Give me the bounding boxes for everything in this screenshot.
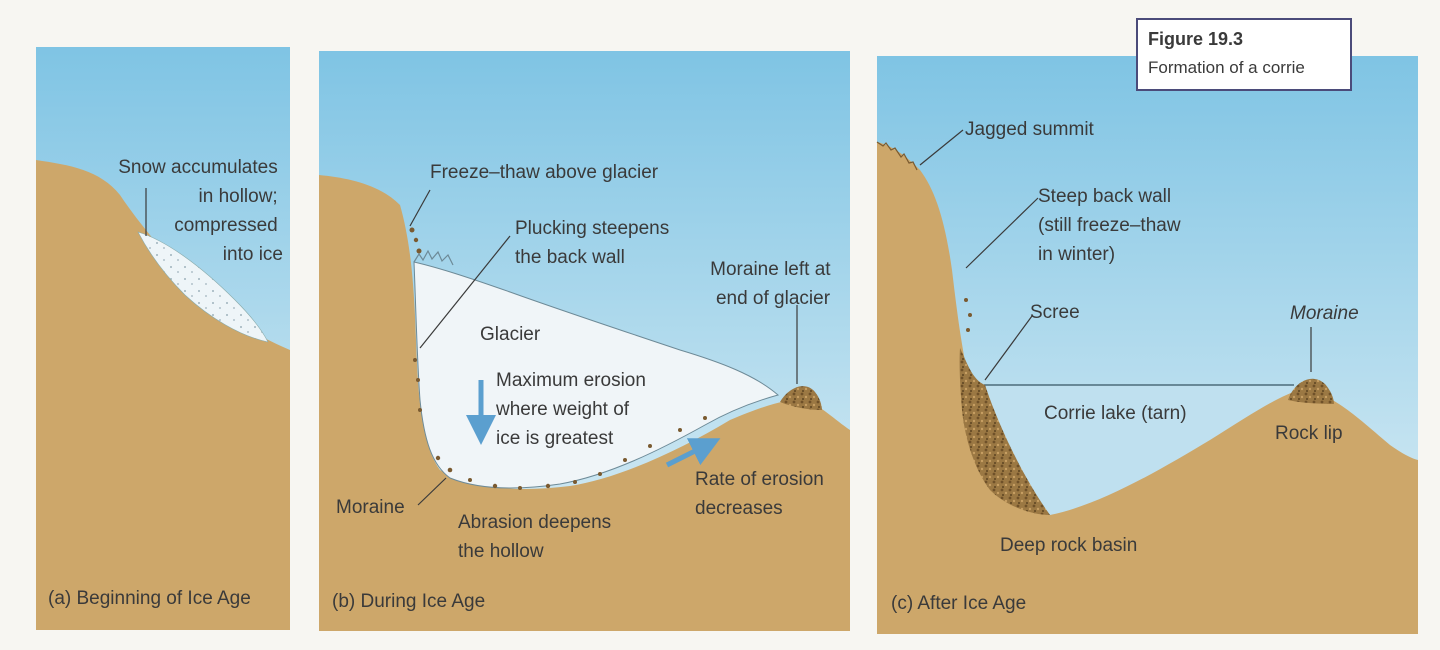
panel-b-glacier — [413, 261, 780, 489]
panel-a-snow — [137, 231, 269, 343]
snow-label: Snow accumulates in hollow; compressed i… — [118, 157, 283, 265]
scree-label: Scree — [1030, 302, 1080, 323]
panel-a: Snow accumulates in hollow; compressed i… — [36, 47, 290, 630]
scree-slope — [959, 348, 1050, 515]
rock-lip-label: Rock lip — [1275, 423, 1343, 444]
glacier-label: Glacier — [480, 324, 541, 345]
back-wall-label: Steep back wall (still freeze–thaw in wi… — [1038, 186, 1186, 265]
max-erosion-label: Maximum erosion where weight of ice is g… — [495, 370, 651, 449]
panel-b-debris — [409, 227, 707, 490]
panel-c: Figure 19.3 Formation of a corrie Jagged… — [876, 18, 1418, 634]
panel-c-rock — [877, 142, 1418, 634]
rate-erosion-label: Rate of erosion decreases — [695, 469, 829, 519]
panel-c-caption: (c) After Ice Age — [891, 593, 1026, 614]
deep-basin-label: Deep rock basin — [1000, 535, 1137, 556]
jagged-summit-label: Jagged summit — [965, 119, 1095, 140]
panel-b-caption: (b) During Ice Age — [332, 591, 485, 612]
panel-b: Freeze–thaw above glacier Plucking steep… — [319, 51, 850, 631]
plucking-label: Plucking steepens the back wall — [515, 218, 675, 268]
moraine-label: Moraine — [336, 497, 405, 518]
moraine-end-label: Moraine left at end of glacier — [710, 259, 836, 309]
panel-a-mountain — [36, 160, 290, 630]
figure-title: Formation of a corrie — [1148, 58, 1305, 77]
freeze-thaw-label: Freeze–thaw above glacier — [430, 162, 659, 183]
figure-box: Figure 19.3 Formation of a corrie — [1136, 18, 1352, 91]
panel-b-rock — [319, 175, 850, 631]
panel-c-moraine-pile — [1288, 378, 1334, 404]
panel-a-caption: (a) Beginning of Ice Age — [48, 588, 251, 609]
moraine-c-label: Moraine — [1290, 303, 1359, 324]
abrasion-label: Abrasion deepens the hollow — [458, 512, 616, 562]
panel-b-moraine-pile — [780, 386, 822, 410]
corrie-lake-label: Corrie lake (tarn) — [1044, 403, 1187, 424]
figure-number: Figure 19.3 — [1148, 29, 1243, 49]
